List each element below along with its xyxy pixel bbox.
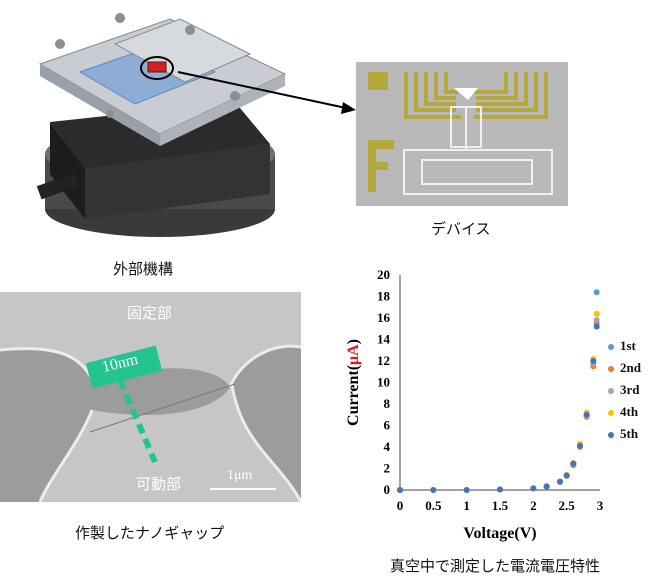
legend-marker	[608, 388, 614, 395]
device-layout	[356, 62, 568, 206]
mechanism-illustration	[20, 4, 290, 244]
data-point	[563, 472, 570, 479]
iv-caption: 真空中で測定した電流電圧特性	[390, 557, 601, 575]
data-point	[593, 289, 600, 296]
legend-marker	[608, 410, 614, 417]
y-tick-label: 14	[377, 332, 391, 347]
y-tick-label: 2	[384, 461, 391, 476]
y-tick-label: 20	[377, 267, 390, 282]
y-tick-label: 4	[384, 439, 391, 454]
data-point	[593, 310, 600, 317]
data-point	[463, 487, 470, 493]
device-caption: デバイス	[431, 220, 491, 238]
data-point	[430, 487, 437, 493]
legend-label: 5th	[620, 426, 639, 441]
x-axis-title: Voltage(V)	[463, 525, 536, 542]
x-tick-label: 3	[597, 498, 604, 513]
legend-label: 4th	[620, 404, 639, 419]
mechanism-caption: 外部機構	[113, 260, 174, 278]
data-point	[497, 486, 503, 493]
legend-marker	[608, 366, 614, 373]
data-point	[557, 478, 563, 485]
x-tick-label: 0.5	[425, 498, 442, 513]
fixed-part-label: 固定部	[127, 304, 173, 322]
x-tick-label: 1.5	[492, 498, 509, 513]
iv-chart-plot: 0 2 4 6 8 10 12 14 16 18 20 0 0.5 1 1.5 2 2.5 3Voltage(V)…	[345, 267, 604, 542]
legend-entry: 3rd	[608, 382, 640, 398]
scale-bar-label: 1μm	[227, 468, 253, 483]
x-tick-label: 2.5	[559, 498, 576, 513]
x-tick-label: 0	[397, 498, 404, 513]
y-tick-label: 6	[384, 418, 391, 433]
y-tick-label: 0	[384, 482, 391, 497]
legend-entry: 1st	[608, 338, 636, 354]
x-tick-label: 1	[463, 498, 470, 513]
legend-marker	[608, 344, 614, 351]
data-point	[583, 411, 590, 418]
legend-entry: 2nd	[608, 360, 641, 376]
data-point	[543, 483, 550, 490]
nanogap-caption: 作製したナノギャップ	[75, 524, 225, 542]
movable-part-label: 可動部	[136, 475, 182, 493]
legend-label: 2nd	[620, 360, 641, 375]
data-point	[570, 460, 577, 467]
legend-marker	[608, 432, 614, 439]
x-tick-label: 2	[530, 498, 537, 513]
y-tick-label: 16	[377, 310, 391, 325]
data-point	[593, 323, 600, 330]
legend-entry: 5th	[608, 426, 638, 442]
data-point	[577, 442, 583, 449]
sem-image: 固定部 10nm 可動部 1μm	[0, 292, 301, 502]
y-tick-label: 12	[377, 353, 390, 368]
data-point	[593, 317, 600, 324]
y-tick-label: 10	[377, 375, 390, 390]
gap-marker	[85, 345, 163, 464]
data-point	[397, 487, 403, 493]
legend-label: 3rd	[620, 382, 640, 397]
legend-entry: 4th	[608, 404, 638, 420]
y-tick-label: 8	[384, 396, 391, 411]
data-point	[530, 485, 537, 492]
y-axis-title: Current(μA)	[345, 339, 362, 426]
data-point	[590, 358, 597, 364]
y-tick-label: 18	[377, 289, 391, 304]
legend-label: 1st	[620, 338, 636, 353]
